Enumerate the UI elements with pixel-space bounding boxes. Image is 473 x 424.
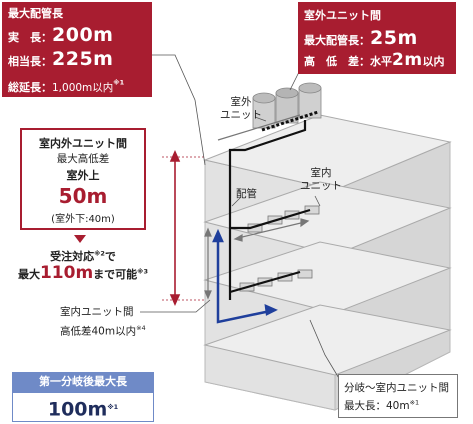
indoor-outdoor-height-box: 室内外ユニット間 最大高低差 室外上 50m (室外下:40m) <box>20 128 146 230</box>
order-line-2: 最大110mまで可能※3 <box>8 263 158 283</box>
equivalent-length-row: 相当長：225m <box>8 48 113 70</box>
actual-length-label: 実 長： <box>8 31 52 44</box>
indoor-unit-label: 室内 ユニット <box>300 167 342 193</box>
outdoor-height-row: 高 低 差：水平2m以内 <box>304 50 445 70</box>
total-length-label: 総延長： <box>8 81 52 94</box>
order-line-1-note: ※2 <box>94 249 105 258</box>
outdoor-unit-3 <box>298 82 322 119</box>
branch-indoor-line2-row: 最大長：40m※1 <box>344 398 419 413</box>
outdoor-unit-label-line1: 室外 <box>230 96 252 108</box>
first-branch-value-box: 100m※1 <box>12 392 154 422</box>
branch-indoor-note: ※1 <box>409 398 420 407</box>
actual-length-row: 実 長：200m <box>8 24 113 46</box>
max-pipe-length-box: 最大配管長 実 長：200m 相当長：225m 総延長：1,000m以内※1 <box>2 2 152 97</box>
outdoor-height-prefix: 水平 <box>370 55 392 68</box>
total-length-value: 1,000m以内 <box>52 82 114 94</box>
outdoor-unit-1 <box>252 92 276 129</box>
first-branch-path <box>212 228 278 324</box>
height-difference-arrow <box>162 150 205 306</box>
outdoor-units-box: 室外ユニット間 最大配管長：25m 高 低 差：水平2m以内 <box>298 2 456 74</box>
indoor-height-line1: 室内ユニット間 <box>60 306 134 318</box>
order-line-1: 受注対応※2で <box>8 248 158 264</box>
outdoor-max-pipe-value: 25m <box>370 27 418 49</box>
first-branch-title-box: 第一分岐後最大長 <box>12 372 154 392</box>
branch-indoor-line2-prefix: 最大長： <box>344 400 386 412</box>
indoor-outdoor-upper-label: 室外上 <box>66 169 100 182</box>
outdoor-height-label: 高 低 差： <box>304 55 370 68</box>
roof-slab <box>203 114 452 191</box>
dimension-arrows <box>204 114 310 300</box>
indoor-height-line2: 高低差40m以内 <box>60 325 137 338</box>
order-line-1-text: 受注対応 <box>50 250 95 263</box>
floor-slabs <box>203 114 452 376</box>
indoor-unit-label-line2: ユニット <box>300 180 342 192</box>
outdoor-unit-label-line2: ユニット <box>220 109 262 121</box>
piping-label: 配管 <box>236 188 257 200</box>
outdoor-height-value: 2m <box>392 50 423 70</box>
outdoor-max-pipe-row: 最大配管長：25m <box>304 27 418 49</box>
order-line-2-suffix: まで可能 <box>93 268 138 281</box>
outdoor-unit-label: 室外 ユニット <box>220 96 262 122</box>
indoor-outdoor-upper-value: 50m <box>58 184 108 208</box>
down-triangle-icon <box>74 235 86 243</box>
refrigerant-piping <box>228 120 311 300</box>
equivalent-length-label: 相当長： <box>8 55 52 68</box>
indoor-outdoor-title: 室内外ユニット間 <box>39 137 127 150</box>
indoor-outdoor-lower-text: (室外下:40m) <box>51 214 115 225</box>
order-availability-text: 受注対応※2で 最大110mまで可能※3 <box>8 248 158 288</box>
indoor-outdoor-subtitle: 最大高低差 <box>56 153 110 165</box>
order-line-2-prefix: 最大 <box>17 268 40 281</box>
first-branch-value: 100m <box>47 398 108 421</box>
total-length-note: ※1 <box>113 78 125 87</box>
middle-floor-slab <box>203 241 452 314</box>
outdoor-unit-icons <box>252 82 322 129</box>
branch-indoor-line1: 分岐～室内ユニット間 <box>344 382 449 394</box>
order-line-2-value: 110m <box>39 263 94 283</box>
outdoor-height-suffix: 以内 <box>422 55 445 68</box>
equivalent-length-value: 225m <box>52 48 114 70</box>
max-pipe-length-title: 最大配管長 <box>8 7 63 20</box>
indoor-unit-label-line1: 室内 <box>310 167 332 179</box>
outdoor-max-pipe-label: 最大配管長： <box>304 34 370 47</box>
upper-floor-slab <box>203 181 452 256</box>
indoor-height-note-mark: ※4 <box>136 324 146 332</box>
outdoor-units-title: 室外ユニット間 <box>304 9 381 22</box>
branch-indoor-box: 分岐～室内ユニット間 最大長：40m※1 <box>338 374 458 418</box>
outdoor-unit-2 <box>275 87 299 124</box>
total-length-row: 総延長：1,000m以内※1 <box>8 76 124 95</box>
actual-length-value: 200m <box>52 24 114 46</box>
indoor-unit-middle-4 <box>297 269 313 279</box>
order-line-2-note: ※3 <box>137 267 149 276</box>
lower-floor-slab <box>203 304 452 376</box>
order-line-1-suffix: で <box>104 250 116 263</box>
indoor-height-line2-row: 高低差40m以内※4 <box>60 320 146 340</box>
first-branch-note: ※1 <box>107 403 119 411</box>
indoor-height-note: 室内ユニット間 高低差40m以内※4 <box>60 304 146 340</box>
indoor-unit-upper-3 <box>304 205 320 215</box>
branch-indoor-line2-value: 40m <box>386 400 410 412</box>
